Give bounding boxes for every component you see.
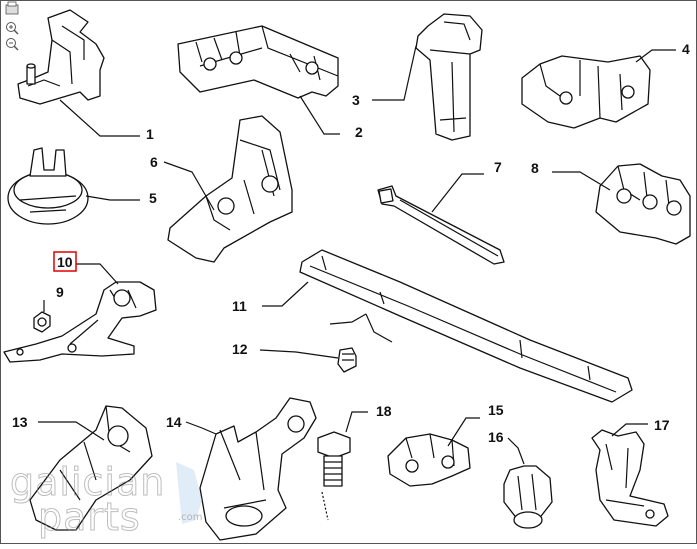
part-4-double-clip (521, 55, 651, 129)
callout-10-highlight-box (53, 251, 77, 272)
zoom-in-icon[interactable] (6, 22, 19, 35)
leader-14 (185, 421, 217, 435)
part-11-long-channel (299, 249, 633, 403)
watermark-line-1: galician (10, 460, 165, 504)
leader-5 (85, 195, 140, 201)
part-18-bolt (317, 431, 351, 521)
callout-3[interactable]: 3 (352, 92, 360, 108)
callout-14[interactable]: 14 (166, 414, 182, 430)
leader-13 (38, 421, 105, 441)
callout-8[interactable]: 8 (531, 160, 539, 176)
zoom-out-icon[interactable] (6, 38, 19, 51)
print-icon[interactable] (5, 1, 19, 15)
leader-8 (552, 171, 611, 191)
leader-2 (299, 95, 340, 135)
callout-16[interactable]: 16 (488, 429, 504, 445)
leader-18 (345, 411, 368, 433)
leader-1 (59, 99, 140, 137)
callout-5[interactable]: 5 (149, 190, 157, 206)
watermark-swoosh (176, 462, 202, 524)
callout-15[interactable]: 15 (488, 402, 504, 418)
part-14-mounting-clip (199, 397, 317, 541)
callout-11[interactable]: 11 (232, 298, 247, 314)
leader-3 (372, 45, 417, 101)
callout-17[interactable]: 17 (654, 417, 670, 433)
part-12-screw (337, 347, 357, 373)
callout-13[interactable]: 13 (12, 414, 28, 430)
leader-12 (259, 349, 339, 359)
leader-4 (635, 49, 676, 63)
callout-10[interactable]: 10 (57, 254, 73, 270)
callout-6[interactable]: 6 (150, 154, 158, 170)
part-6-large-clip (167, 115, 293, 263)
leader-6 (163, 161, 215, 211)
callout-18[interactable]: 18 (376, 403, 392, 419)
watermark-suffix: .com (178, 512, 203, 523)
callout-4[interactable]: 4 (682, 41, 690, 57)
callout-1[interactable]: 1 (146, 126, 154, 142)
part-16-push-clip (503, 465, 553, 529)
leader-17 (611, 423, 648, 437)
leader-16 (507, 437, 525, 465)
part-2-multi-clip (177, 25, 339, 99)
callout-2[interactable]: 2 (355, 124, 363, 140)
callout-12[interactable]: 12 (232, 341, 248, 357)
leader-11 (262, 281, 309, 307)
watermark-line-2: parts (38, 495, 141, 539)
callout-9[interactable]: 9 (56, 284, 64, 300)
part-17-foot-bracket (591, 429, 669, 527)
part-10-bracket-clip (3, 281, 157, 363)
part-15-small-clip (387, 433, 471, 487)
part-7-cable-tie (377, 185, 505, 265)
leader-10 (76, 263, 119, 285)
part-13-clip-base (29, 405, 153, 531)
part-8-triple-clip (595, 163, 691, 245)
part-9-nut (33, 311, 51, 333)
part-5-round-clip (7, 147, 89, 225)
part-1-bracket (17, 9, 105, 105)
callout-7[interactable]: 7 (494, 159, 502, 175)
leader-7 (431, 173, 484, 213)
watermark-logo: galician parts .com (10, 460, 203, 540)
leader-15 (447, 417, 480, 447)
